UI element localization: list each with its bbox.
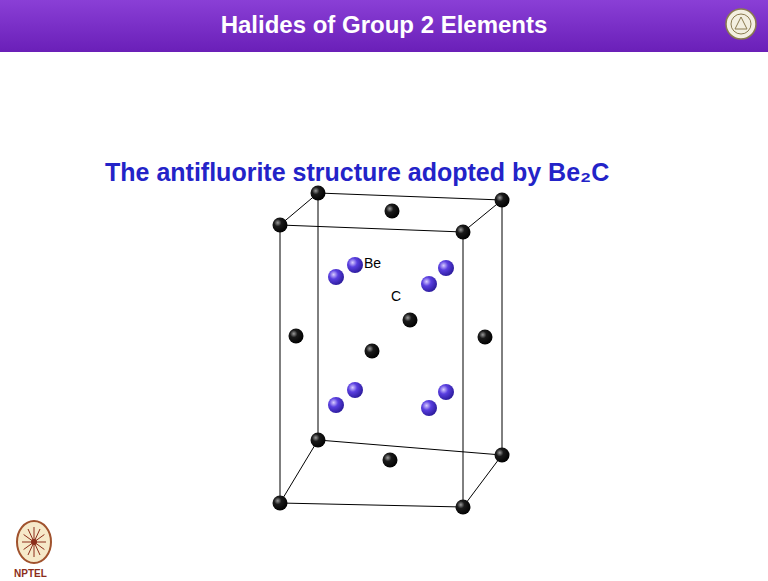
atoms	[273, 186, 510, 515]
carbon-atom	[456, 225, 471, 240]
unit-cell	[280, 193, 502, 507]
beryllium-atom	[328, 397, 344, 413]
cell-edge	[463, 232, 464, 507]
beryllium-atom	[438, 384, 454, 400]
cell-edge	[280, 503, 463, 507]
carbon-atom	[403, 313, 418, 328]
atom-label: C	[391, 288, 401, 304]
nptel-logo	[17, 521, 51, 563]
atom-label: Be	[364, 255, 381, 271]
cell-edge	[318, 193, 502, 200]
beryllium-atom	[421, 400, 437, 416]
beryllium-atom	[438, 260, 454, 276]
cell-edge	[463, 200, 502, 232]
carbon-atom	[495, 448, 510, 463]
carbon-atom	[495, 193, 510, 208]
carbon-atom	[273, 496, 288, 511]
cell-edge	[502, 200, 503, 455]
cell-edge	[463, 455, 502, 507]
carbon-atom	[289, 329, 304, 344]
carbon-atom	[383, 453, 398, 468]
cell-edge	[280, 225, 281, 503]
cell-edge	[318, 440, 502, 455]
logo-text: NPTEL	[14, 568, 47, 579]
cell-edge	[280, 225, 463, 232]
beryllium-atom	[347, 382, 363, 398]
cell-edge	[280, 440, 318, 503]
slide-title: Halides of Group 2 Elements	[221, 11, 548, 39]
carbon-atom	[385, 204, 400, 219]
carbon-atom	[365, 344, 380, 359]
institute-emblem	[726, 9, 756, 39]
beryllium-atom	[328, 269, 344, 285]
carbon-atom	[478, 330, 493, 345]
cell-edge	[318, 193, 319, 440]
beryllium-atom	[347, 257, 363, 273]
carbon-atom	[273, 218, 288, 233]
beryllium-atom	[421, 276, 437, 292]
carbon-atom	[456, 500, 471, 515]
carbon-atom	[311, 186, 326, 201]
carbon-atom	[311, 433, 326, 448]
header-bar	[0, 0, 768, 52]
slide-subtitle: The antifluorite structure adopted by Be…	[105, 158, 609, 187]
